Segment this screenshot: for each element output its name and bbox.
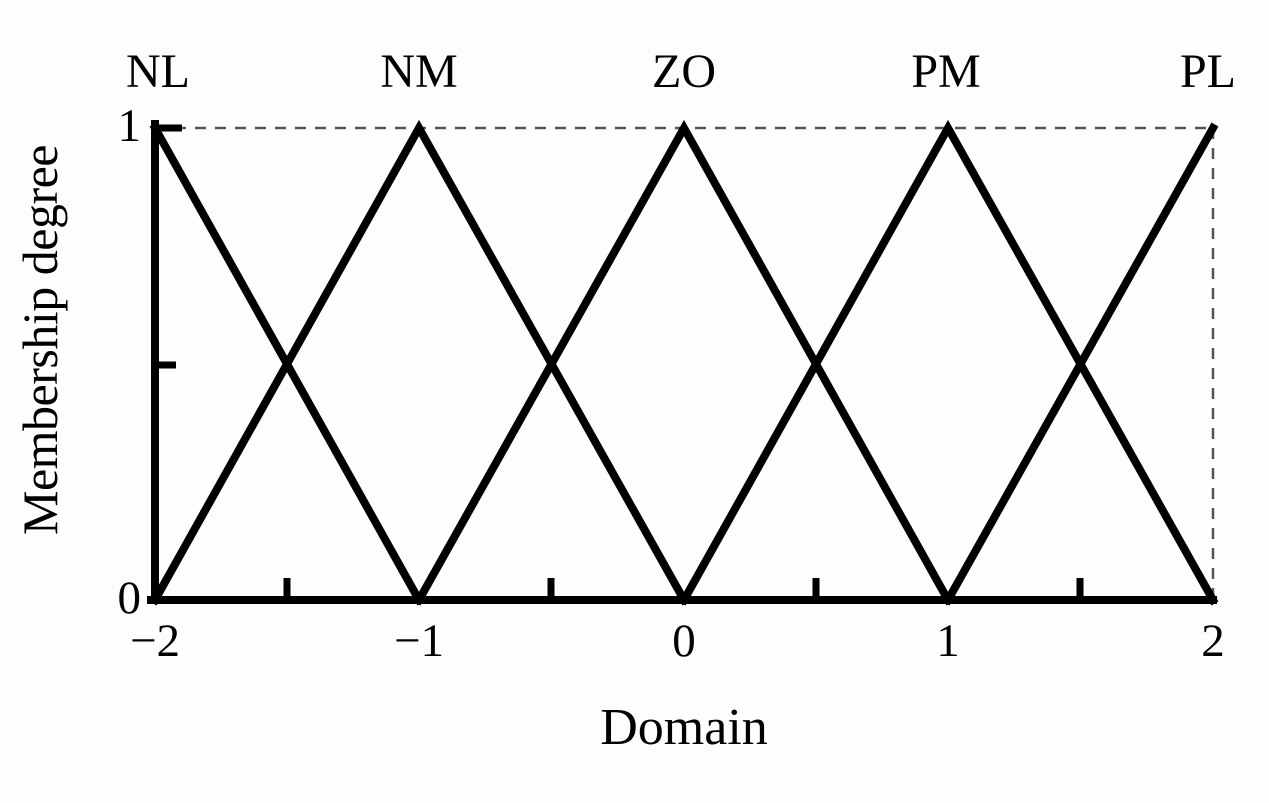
series-line-pm bbox=[678, 119, 1219, 606]
x-tick-label-neg2: −2 bbox=[129, 615, 180, 667]
series-line-zo bbox=[413, 119, 954, 606]
series-label-pl: PL bbox=[1179, 45, 1236, 98]
x-tick-label-1: 1 bbox=[936, 615, 960, 667]
series-line-nm bbox=[149, 119, 690, 606]
x-tick-label-0: 0 bbox=[672, 615, 696, 667]
series-label-nm: NM bbox=[380, 45, 458, 98]
y-tick-label-0: 0 bbox=[117, 572, 142, 624]
x-axis-title: Domain bbox=[600, 699, 768, 756]
series-label-nl: NL bbox=[126, 45, 190, 98]
y-tick-label-1: 1 bbox=[117, 100, 142, 152]
series-label-pm: PM bbox=[911, 45, 981, 98]
series-line-pl bbox=[942, 122, 1219, 606]
x-tick-label-2: 2 bbox=[1201, 615, 1225, 667]
series-label-zo: ZO bbox=[652, 45, 716, 98]
x-tick-label-neg1: −1 bbox=[393, 615, 444, 667]
